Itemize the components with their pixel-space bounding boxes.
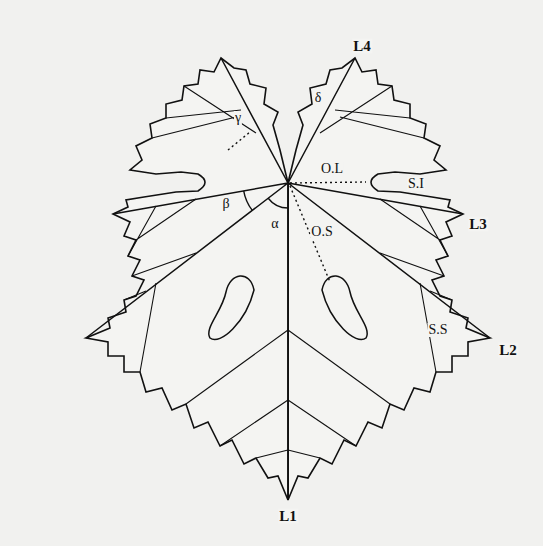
measure-lines [228, 132, 366, 282]
part-label: O.L [320, 162, 344, 176]
part-label: γ [234, 111, 242, 125]
part-label: S.S [427, 323, 448, 337]
part-label: S.I [407, 177, 425, 191]
part-label: L2 [498, 343, 518, 358]
part-label: L1 [278, 509, 298, 524]
part-label: O.S [310, 225, 333, 239]
angle-arcs [244, 191, 288, 211]
part-label: L4 [352, 39, 372, 54]
part-label: δ [314, 91, 323, 105]
leaf-blade [86, 58, 490, 500]
part-label: β [221, 197, 230, 211]
part-label: α [270, 217, 279, 231]
part-label: L3 [468, 217, 488, 232]
leaf-veins [86, 58, 490, 500]
